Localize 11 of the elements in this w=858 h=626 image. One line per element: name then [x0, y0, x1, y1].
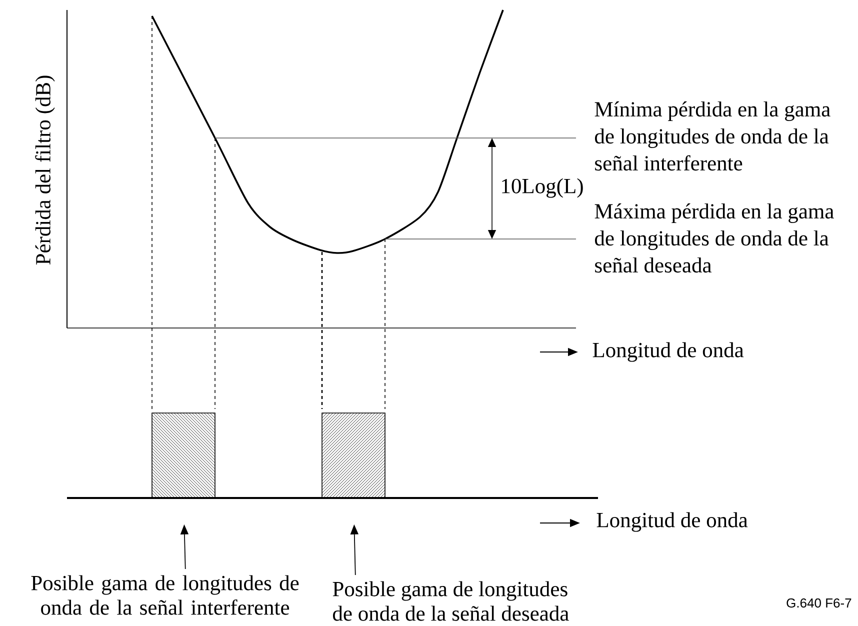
annotation: Máxima pérdida en la gama de longitudes de onda de la señal deseada [594, 203, 834, 273]
figure-number: G.640 F6-7 [786, 598, 852, 608]
dimension-label: 10Log(L) [502, 178, 583, 198]
caption: Posible gama de longitudes de onda de la señal deseada [332, 581, 569, 621]
hatched-band [152, 412, 216, 498]
axis-label: Pérdida del filtro (dB) [35, 76, 55, 265]
axis-label: Longitud de onda [592, 342, 744, 362]
axis-label: Longitud de onda [596, 512, 748, 532]
annotation: Mínima pérdida en la gama de longitudes de onda de la señal interferente [594, 101, 830, 171]
hatched-band [322, 412, 386, 498]
caption: Posible gama de longitudes de onda de la señal interferente [31, 575, 299, 615]
